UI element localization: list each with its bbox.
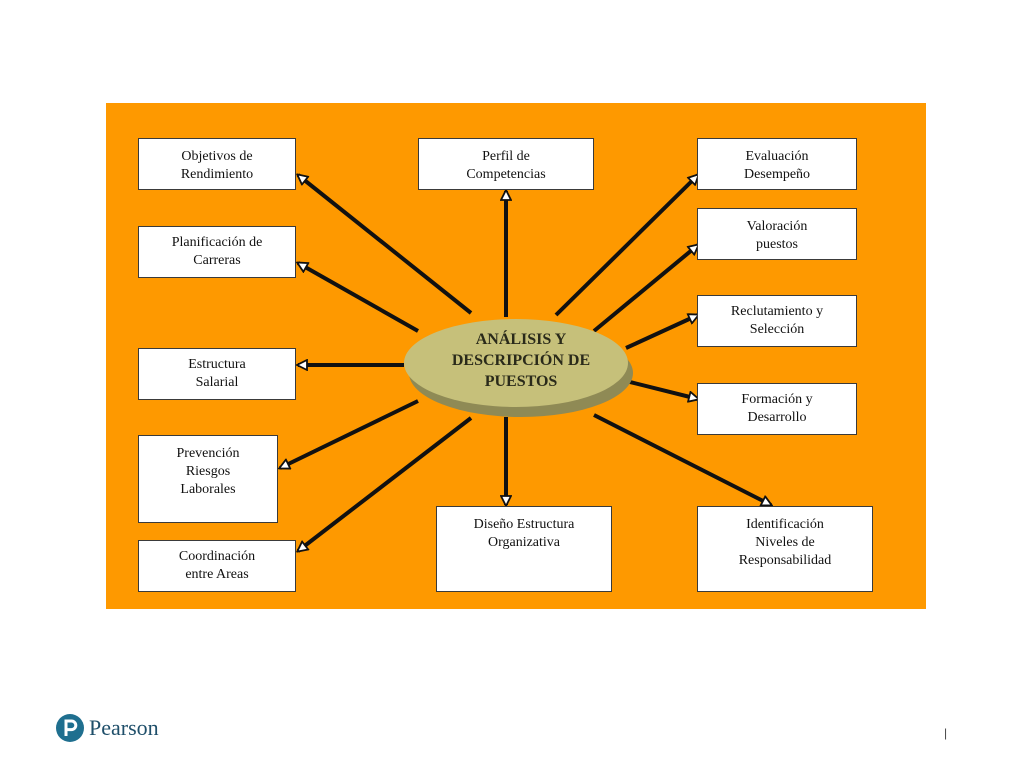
- node-objetivos: Objetivos de Rendimiento: [138, 138, 296, 190]
- page-marker: |: [944, 726, 948, 740]
- node-prevencion: Prevención Riesgos Laborales: [138, 435, 278, 523]
- node-diseno: Diseño Estructura Organizativa: [436, 506, 612, 592]
- arrow-to-identificacion: [593, 413, 771, 507]
- arrow-to-valoracion: [592, 245, 698, 333]
- arrow-to-prevencion: [280, 399, 419, 470]
- center-title: ANÁLISIS Y DESCRIPCIÓN DE PUESTOS: [451, 331, 591, 390]
- arrow-to-formacion: [625, 379, 698, 399]
- node-estructura: Estructura Salarial: [138, 348, 296, 400]
- node-identificacion: Identificación Niveles de Responsabilida…: [697, 506, 873, 592]
- brand-name: Pearson: [89, 715, 159, 740]
- connector-arrows: [280, 175, 771, 551]
- pearson-p-icon: [56, 714, 84, 742]
- node-planificacion: Planificación de Carreras: [138, 226, 296, 278]
- job-analysis-diagram: Objetivos de Rendimiento Perfil de Compe…: [106, 103, 926, 609]
- node-valoracion: Valoración puestos: [697, 208, 857, 260]
- pearson-logo: Pearson: [55, 713, 159, 743]
- node-coordinacion: Coordinación entre Areas: [138, 540, 296, 592]
- center-ellipse: [404, 319, 628, 407]
- node-perfil: Perfil de Competencias: [418, 138, 594, 190]
- arrow-to-planificacion: [298, 261, 419, 333]
- node-formacion: Formación y Desarrollo: [697, 383, 857, 435]
- node-evaluacion: Evaluación Desempeño: [697, 138, 857, 190]
- arrow-to-evaluacion: [554, 175, 698, 317]
- arrow-to-reclutamiento: [625, 313, 698, 350]
- arrow-to-coordinacion: [298, 416, 473, 551]
- node-reclutamiento: Reclutamiento y Selección: [697, 295, 857, 347]
- arrow-to-objetivos: [298, 175, 473, 315]
